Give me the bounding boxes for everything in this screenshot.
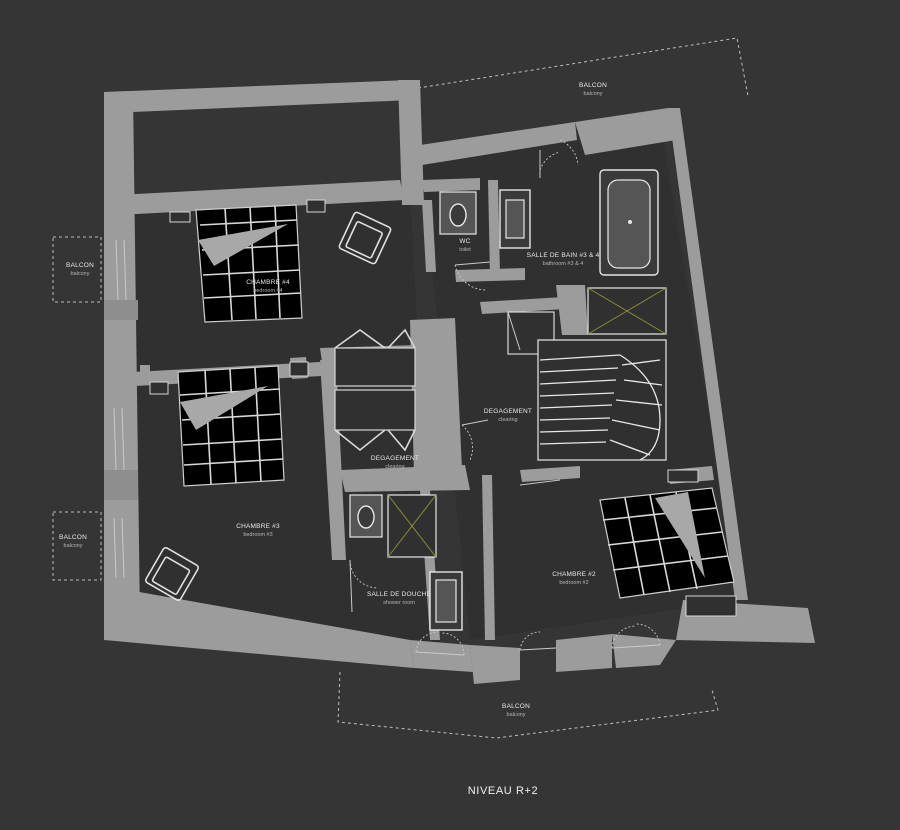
room-sub-chambre4: bedroom #4 — [253, 288, 282, 294]
room-label-balcon-left-1: BALCON — [66, 262, 94, 269]
room-sub-balcon-top: balcony — [584, 91, 603, 97]
level-title: NIVEAU R+2 — [468, 785, 539, 797]
room-label-degagement-2: DEGAGEMENT — [371, 455, 419, 462]
room-label-chambre2: CHAMBRE #2 — [552, 571, 596, 578]
balcony-outlines — [52, 37, 749, 739]
bed-chambre3 — [177, 365, 285, 487]
room-sub-degagement-2: clearing — [385, 464, 404, 470]
room-sub-salle-de-douche: shower room — [383, 600, 415, 606]
room-label-balcon-left-2: BALCON — [59, 534, 87, 541]
room-sub-sdb: bathroom #3 & 4 — [543, 261, 584, 267]
room-label-chambre4: CHAMBRE #4 — [246, 279, 290, 286]
doors — [113, 139, 661, 656]
room-sub-degagement-1: clearing — [498, 417, 517, 423]
room-sub-balcon-left-2: balcony — [64, 543, 83, 549]
room-label-degagement-1: DEGAGEMENT — [484, 408, 532, 415]
closets — [334, 328, 416, 452]
room-sub-wc: toilet — [459, 247, 471, 253]
room-sub-balcon-left-1: balcony — [71, 271, 90, 277]
sanitary-fixtures — [349, 169, 667, 631]
staircase — [537, 339, 667, 461]
room-sub-chambre3: bedroom #3 — [243, 532, 272, 538]
bed-chambre4 — [195, 204, 303, 323]
nightstands — [149, 199, 737, 617]
room-label-sdb: SALLE DE BAIN #3 & 4 — [527, 252, 600, 259]
room-sub-chambre2: bedroom #2 — [559, 580, 588, 586]
room-labels: CHAMBRE #4 bedroom #4 CHAMBRE #3 bedroom… — [59, 82, 607, 718]
room-label-balcon-top: BALCON — [579, 82, 607, 89]
room-label-wc: WC — [459, 238, 470, 245]
beds — [177, 204, 735, 599]
room-label-salle-de-douche: SALLE DE DOUCHE — [367, 591, 432, 598]
room-sub-balcon-bottom: balcony — [507, 712, 526, 718]
armchairs — [144, 211, 392, 602]
room-label-balcon-bottom: BALCON — [502, 703, 530, 710]
room-label-chambre3: CHAMBRE #3 — [236, 523, 280, 530]
armchair-chambre4 — [338, 211, 392, 265]
exterior-walls — [104, 80, 815, 684]
bed-chambre2 — [599, 487, 735, 599]
armchair-chambre3 — [144, 546, 200, 602]
